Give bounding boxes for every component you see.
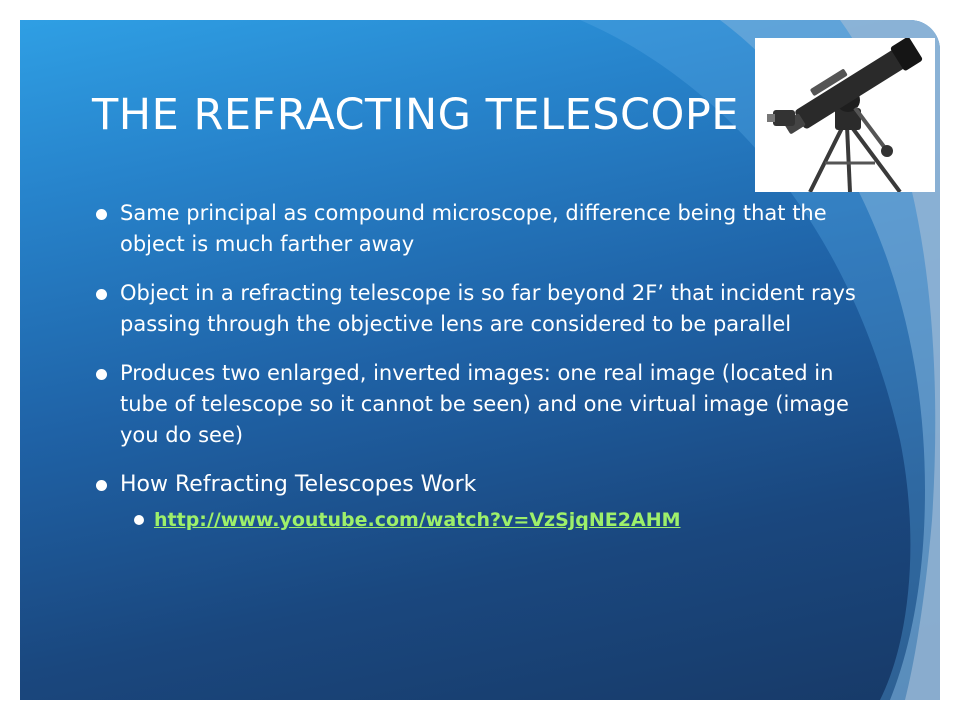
bullet-item: Object in a refracting telescope is so f… bbox=[96, 278, 878, 340]
slide-title: THE REFRACTING TELESCOPE bbox=[92, 90, 739, 140]
slide: THE REFRACTING TELESCOPE bbox=[20, 20, 940, 700]
bullet-text: How Refracting Telescopes Work bbox=[120, 472, 477, 497]
sub-bullet-item: http://www.youtube.com/watch?v=VzSjqNE2A… bbox=[120, 506, 878, 534]
telescope-icon bbox=[755, 38, 935, 192]
youtube-link[interactable]: http://www.youtube.com/watch?v=VzSjqNE2A… bbox=[154, 509, 681, 531]
bullet-item: Produces two enlarged, inverted images: … bbox=[96, 358, 878, 451]
sub-bullet-list: http://www.youtube.com/watch?v=VzSjqNE2A… bbox=[120, 506, 878, 534]
bullet-text: Produces two enlarged, inverted images: … bbox=[120, 361, 849, 447]
bullet-item: Same principal as compound microscope, d… bbox=[96, 198, 878, 260]
bullet-text: Same principal as compound microscope, d… bbox=[120, 201, 827, 256]
telescope-photo bbox=[755, 38, 935, 192]
bullet-text: Object in a refracting telescope is so f… bbox=[120, 281, 856, 336]
bullet-item: How Refracting Telescopes Work http://ww… bbox=[96, 469, 878, 534]
bullet-list: Same principal as compound microscope, d… bbox=[96, 198, 878, 552]
